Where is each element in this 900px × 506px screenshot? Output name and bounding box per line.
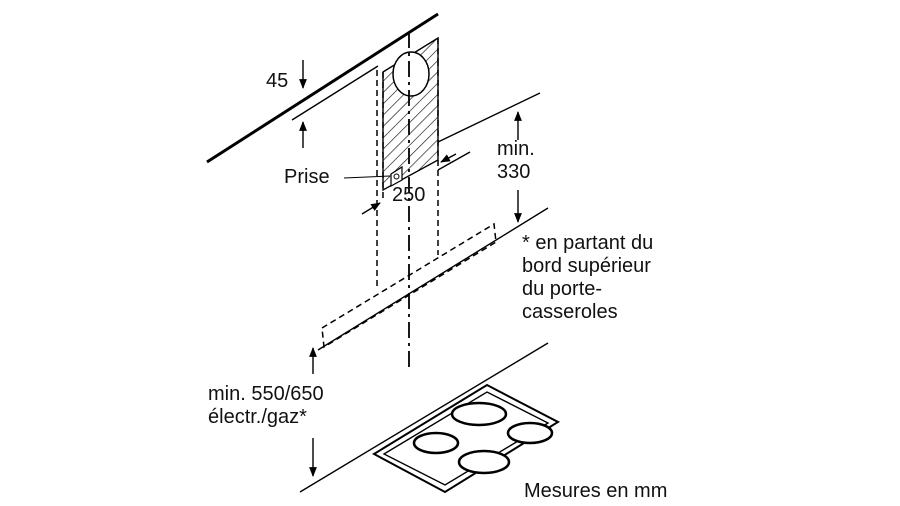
mounting-height-line-1: min. 550/650	[208, 383, 324, 405]
burner-back-right	[506, 421, 554, 445]
hood-outline	[321, 222, 497, 349]
dimension-330-line-1: min.	[497, 138, 535, 160]
burner-front-left	[412, 431, 460, 455]
wall-lines	[299, 92, 549, 493]
footnote-line: * en partant du	[522, 232, 654, 254]
chimney-outline	[376, 38, 439, 290]
dimension-45-label: 45	[266, 70, 289, 92]
dimension-330-label: min. 330	[497, 138, 535, 184]
outlet-icon	[390, 165, 403, 188]
footnote-line: du porte-	[522, 278, 603, 300]
burner-back-left	[450, 401, 508, 427]
mounting-height-line-2: électr./gaz*	[208, 406, 307, 428]
outlet-label: Prise	[284, 166, 330, 188]
dimension-250-label: 250	[392, 184, 426, 206]
cooktop	[371, 383, 561, 494]
ceiling-line	[206, 12, 439, 164]
footnote-line: bord supérieur	[522, 255, 651, 277]
footnote-line: casseroles	[522, 301, 618, 323]
dimension-45	[291, 60, 379, 148]
duct-opening	[392, 51, 430, 97]
dimension-250	[361, 153, 457, 215]
dimension-330-line-2: 330	[497, 161, 531, 183]
burner-front-right	[457, 449, 511, 475]
outlet-leader-line	[343, 175, 391, 179]
footnote: * en partant du bord supérieur du porte-…	[522, 232, 653, 324]
mounting-height-label: min. 550/650 électr./gaz*	[208, 383, 324, 429]
units-caption: Mesures en mm	[524, 480, 668, 502]
